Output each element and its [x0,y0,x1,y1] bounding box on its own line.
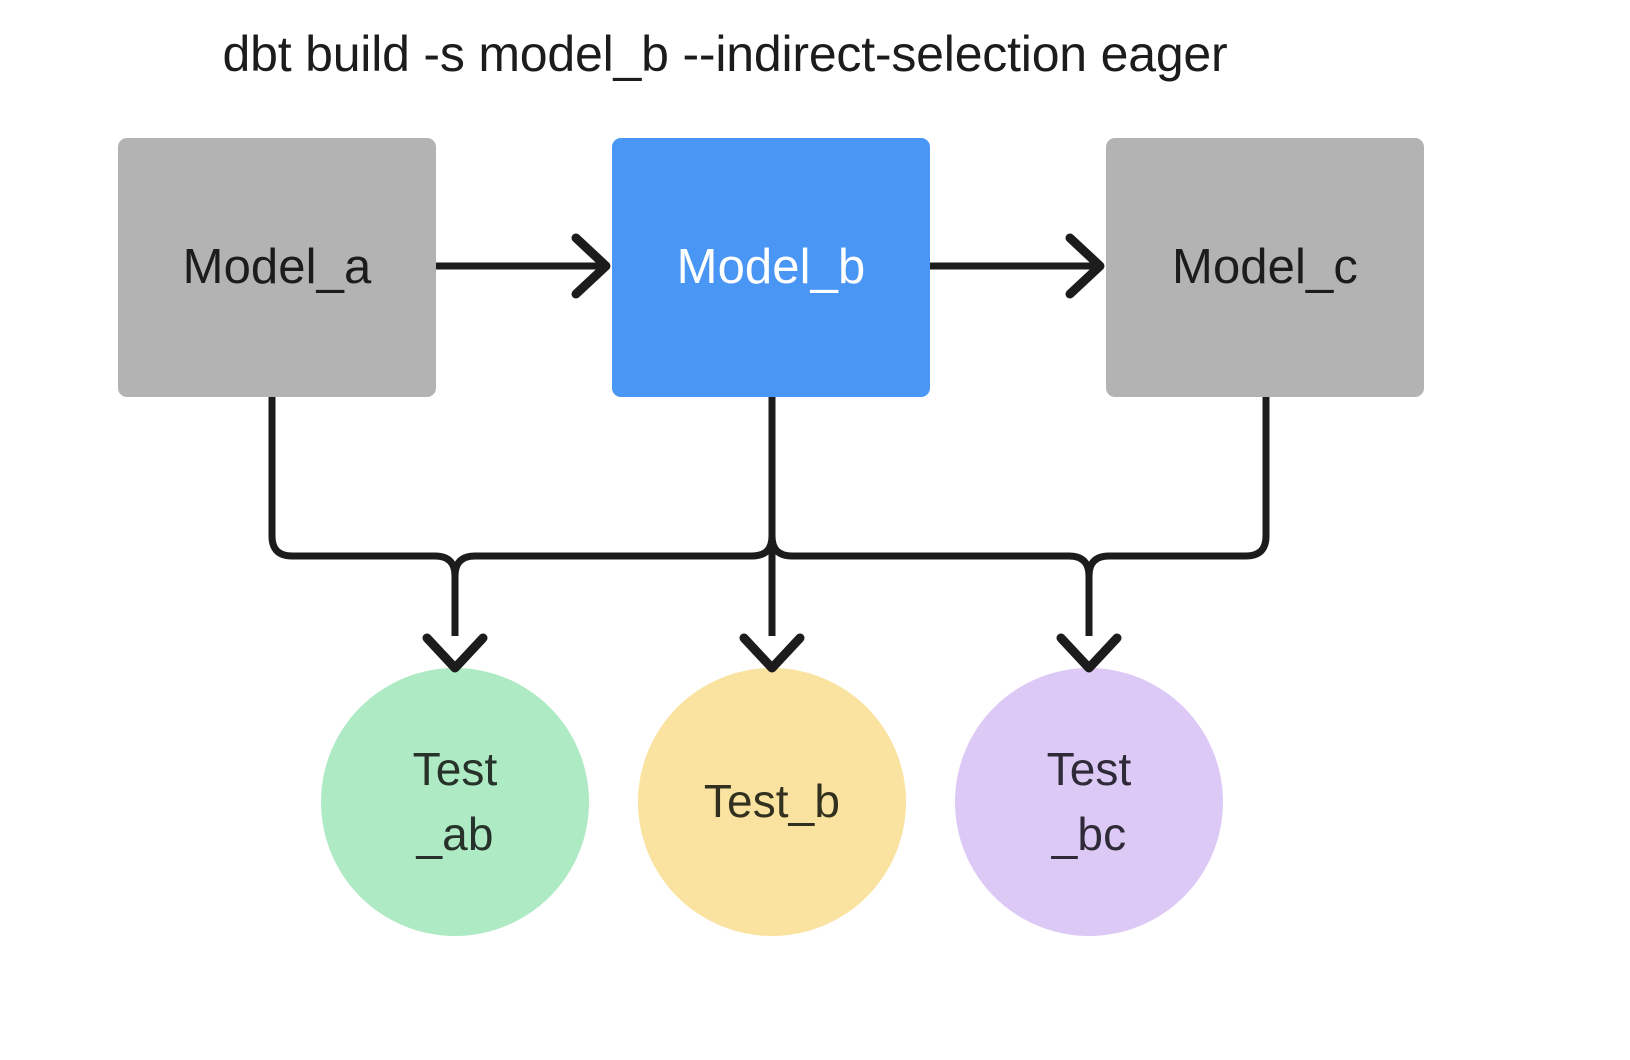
arrowhead-into-model-c [1065,233,1105,299]
node-test-ab[interactable] [321,668,589,936]
edge-model-c-to-test-bc [1085,397,1270,636]
node-model-b[interactable] [612,138,930,397]
diagram-title: dbt build -s model_b --indirect-selectio… [222,26,1228,82]
edge-model-a-to-test-ab [268,397,459,636]
edge-model-b-to-test-ab [451,535,776,636]
node-test-bc[interactable] [955,668,1223,936]
node-model-c[interactable] [1106,138,1424,397]
node-model-a[interactable] [118,138,436,397]
arrowhead-into-model-b [571,233,611,299]
arrowhead-into-test-ab [422,633,488,673]
arrowhead-into-test-b [739,633,805,673]
edge-model-b-to-test-bc [768,535,1093,636]
arrowhead-into-test-bc [1056,633,1122,673]
node-test-b[interactable] [638,668,906,936]
